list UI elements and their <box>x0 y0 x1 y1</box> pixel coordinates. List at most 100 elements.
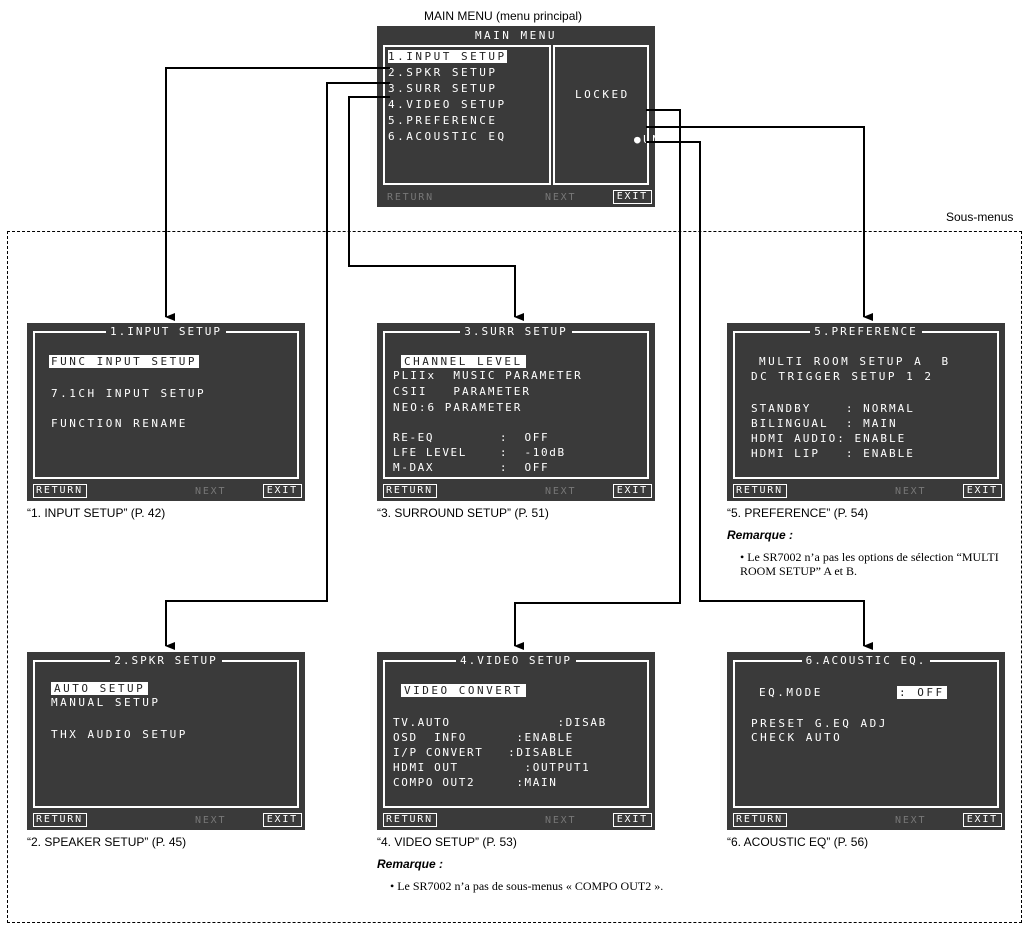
wire-preference <box>646 126 873 321</box>
video-next-button[interactable]: NEXT <box>545 815 577 826</box>
wire-acoustic-eq <box>646 141 873 650</box>
surr-line-3[interactable]: CSII PARAMETER <box>393 385 531 398</box>
main-menu-item-4[interactable]: 4.VIDEO SETUP <box>388 98 507 111</box>
video-setup-frame: 4.VIDEO SETUP VIDEO CONVERT TV.AUTO :DIS… <box>383 654 649 808</box>
sous-menus-caption: Sous-menus <box>946 210 1014 224</box>
wire-video-setup <box>514 109 681 650</box>
acoustic-exit-button[interactable]: EXIT <box>962 813 1002 827</box>
speaker-setup-caption: “2. SPEAKER SETUP” (P. 45) <box>27 835 187 849</box>
surround-setup-title: 3.SURR SETUP <box>385 325 647 339</box>
video-line-4[interactable]: I/P CONVERT :DISABLE <box>393 746 574 759</box>
surr-next-button[interactable]: NEXT <box>545 486 577 497</box>
spkr-return-button[interactable]: RETURN <box>33 813 87 827</box>
input-return-button[interactable]: RETURN <box>33 484 87 498</box>
input-setup-title: 1.INPUT SETUP <box>35 325 297 339</box>
input-line-2[interactable]: 7.1CH INPUT SETUP <box>51 387 207 400</box>
input-setup-caption: “1. INPUT SETUP” (P. 42) <box>27 506 166 520</box>
video-setup-title: 4.VIDEO SETUP <box>385 654 647 668</box>
speaker-setup-frame: 2.SPKR SETUP AUTO SETUP MANUAL SETUP THX… <box>33 654 299 808</box>
acoustic-eq-screen: 6.ACOUSTIC EQ. EQ.MODE : OFF PRESET G.EQ… <box>727 652 1005 830</box>
spkr-line-1[interactable]: AUTO SETUP <box>51 682 149 695</box>
pref-exit-button[interactable]: EXIT <box>962 484 1002 498</box>
acoustic-line-1[interactable]: EQ.MODE <box>759 686 823 699</box>
selected-dot-icon: ● <box>633 133 644 146</box>
surr-line-7[interactable]: M-DAX : OFF <box>393 461 550 474</box>
preference-remark-title: Remarque : <box>727 528 794 542</box>
main-menu-caption: MAIN MENU (menu principal) <box>424 9 583 23</box>
surround-setup-screen: 3.SURR SETUP CHANNEL LEVEL PLIIx MUSIC P… <box>377 323 655 501</box>
wire-speaker-setup <box>165 82 390 650</box>
pref-line-1[interactable]: MULTI ROOM SETUP A B <box>759 355 951 368</box>
acoustic-line-3[interactable]: CHECK AUTO <box>751 731 843 744</box>
surround-setup-frame: 3.SURR SETUP CHANNEL LEVEL PLIIx MUSIC P… <box>383 325 649 479</box>
video-setup-caption: “4. VIDEO SETUP” (P. 53) <box>377 835 517 849</box>
main-menu-item-2[interactable]: 2.SPKR SETUP <box>388 66 498 79</box>
spkr-exit-button[interactable]: EXIT <box>262 813 302 827</box>
main-menu-item-3[interactable]: 3.SURR SETUP <box>388 82 498 95</box>
main-menu-return-button[interactable]: RETURN <box>387 192 434 203</box>
surr-line-4[interactable]: NEO:6 PARAMETER <box>393 401 523 414</box>
input-setup-screen: 1.INPUT SETUP FUNC INPUT SETUP 7.1CH INP… <box>27 323 305 501</box>
acoustic-return-button[interactable]: RETURN <box>733 813 787 827</box>
video-exit-button[interactable]: EXIT <box>612 813 652 827</box>
locked-option[interactable]: LOCKED <box>575 88 630 101</box>
main-menu-item-1[interactable]: 1.INPUT SETUP <box>388 50 507 63</box>
surr-line-2[interactable]: PLIIx MUSIC PARAMETER <box>393 369 583 382</box>
acoustic-line-2[interactable]: PRESET G.EQ ADJ <box>751 717 888 730</box>
wire-surround-setup <box>348 96 524 321</box>
wire-input-setup <box>165 67 390 321</box>
pref-line-3[interactable]: STANDBY : NORMAL <box>751 402 915 415</box>
acoustic-line-1-value[interactable]: : OFF <box>897 686 947 699</box>
preference-frame: 5.PREFERENCE MULTI ROOM SETUP A B DC TRI… <box>733 325 999 479</box>
surr-exit-button[interactable]: EXIT <box>612 484 652 498</box>
video-return-button[interactable]: RETURN <box>383 813 437 827</box>
surr-line-1[interactable]: CHANNEL LEVEL <box>401 355 526 368</box>
preference-remark-text: • Le SR7002 n’a pas les options de sélec… <box>740 550 999 578</box>
video-remark-title: Remarque : <box>377 857 444 871</box>
pref-return-button[interactable]: RETURN <box>733 484 787 498</box>
spkr-line-2[interactable]: MANUAL SETUP <box>51 696 161 709</box>
spkr-line-3[interactable]: THX AUDIO SETUP <box>51 728 188 741</box>
pref-line-6[interactable]: HDMI LIP : ENABLE <box>751 447 915 460</box>
video-line-6[interactable]: COMPO OUT2 :MAIN <box>393 776 558 789</box>
acoustic-eq-title: 6.ACOUSTIC EQ. <box>735 654 997 668</box>
pref-line-5[interactable]: HDMI AUDIO: ENABLE <box>751 432 907 445</box>
main-menu-list-box: 1.INPUT SETUP 2.SPKR SETUP 3.SURR SETUP … <box>383 45 551 185</box>
spkr-next-button[interactable]: NEXT <box>195 815 227 826</box>
main-menu-item-5[interactable]: 5.PREFERENCE <box>388 114 498 127</box>
main-menu-exit-button[interactable]: EXIT <box>612 190 652 204</box>
main-menu-title: MAIN MENU <box>474 29 558 42</box>
video-line-1[interactable]: VIDEO CONVERT <box>401 684 526 697</box>
surr-line-6[interactable]: LFE LEVEL : -10dB <box>393 446 566 459</box>
preference-title: 5.PREFERENCE <box>735 325 997 339</box>
acoustic-next-button[interactable]: NEXT <box>895 815 927 826</box>
input-setup-frame: 1.INPUT SETUP FUNC INPUT SETUP 7.1CH INP… <box>33 325 299 479</box>
speaker-setup-title: 2.SPKR SETUP <box>35 654 297 668</box>
video-setup-screen: 4.VIDEO SETUP VIDEO CONVERT TV.AUTO :DIS… <box>377 652 655 830</box>
surr-return-button[interactable]: RETURN <box>383 484 437 498</box>
surr-line-5[interactable]: RE-EQ : OFF <box>393 431 550 444</box>
main-menu-item-6[interactable]: 6.ACOUSTIC EQ <box>388 130 507 143</box>
preference-caption: “5. PREFERENCE” (P. 54) <box>727 506 869 520</box>
preference-screen: 5.PREFERENCE MULTI ROOM SETUP A B DC TRI… <box>727 323 1005 501</box>
acoustic-eq-caption: “6. ACOUSTIC EQ” (P. 56) <box>727 835 869 849</box>
video-line-2[interactable]: TV.AUTO :DISAB <box>393 716 607 729</box>
surround-setup-caption: “3. SURROUND SETUP” (P. 51) <box>377 506 549 520</box>
input-exit-button[interactable]: EXIT <box>262 484 302 498</box>
speaker-setup-screen: 2.SPKR SETUP AUTO SETUP MANUAL SETUP THX… <box>27 652 305 830</box>
acoustic-eq-frame: 6.ACOUSTIC EQ. EQ.MODE : OFF PRESET G.EQ… <box>733 654 999 808</box>
main-menu-next-button[interactable]: NEXT <box>545 192 577 203</box>
pref-line-2[interactable]: DC TRIGGER SETUP 1 2 <box>751 370 934 383</box>
main-menu-screen: MAIN MENU 1.INPUT SETUP 2.SPKR SETUP 3.S… <box>377 26 695 207</box>
video-line-5[interactable]: HDMI OUT :OUTPUT1 <box>393 761 591 774</box>
video-line-3[interactable]: OSD INFO :ENABLE <box>393 731 574 744</box>
video-remark-text: • Le SR7002 n’a pas de sous-menus « COMP… <box>390 879 664 893</box>
input-next-button[interactable]: NEXT <box>195 486 227 497</box>
pref-next-button[interactable]: NEXT <box>895 486 927 497</box>
input-line-1[interactable]: FUNC INPUT SETUP <box>49 355 199 368</box>
submenus-frame <box>7 231 1022 923</box>
pref-line-4[interactable]: BILINGUAL : MAIN <box>751 417 898 430</box>
input-line-3[interactable]: FUNCTION RENAME <box>51 417 188 430</box>
